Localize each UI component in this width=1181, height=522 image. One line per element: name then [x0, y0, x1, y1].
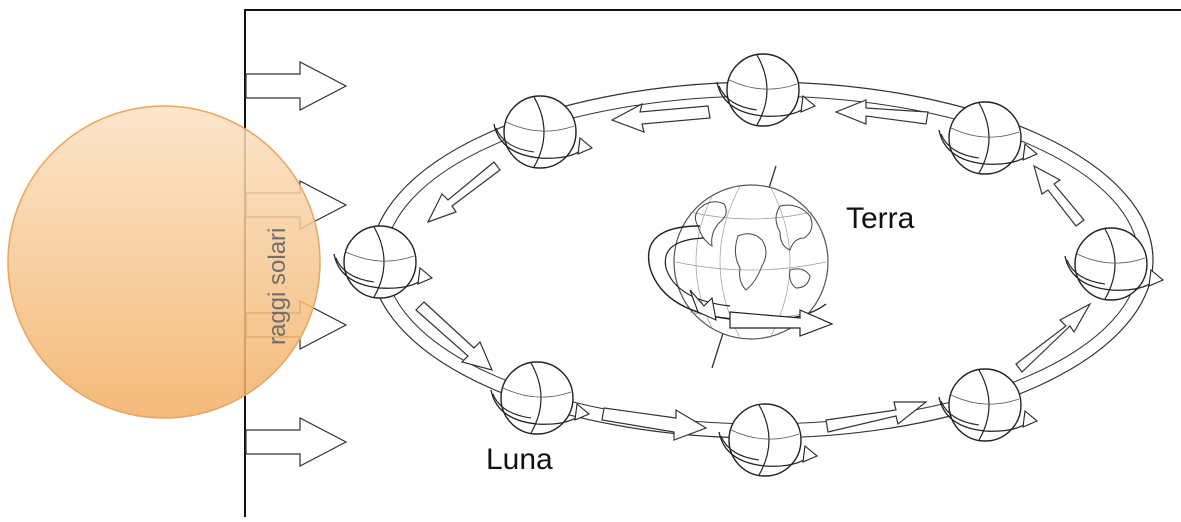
orbit-arrow — [825, 401, 928, 433]
moon-label: Luna — [486, 443, 553, 476]
sun-ray-arrow — [245, 61, 348, 111]
sun-ray-arrow — [245, 417, 348, 467]
earth-label: Terra — [846, 202, 915, 235]
orbit-arrow — [834, 99, 929, 125]
sun — [7, 105, 321, 419]
orbit-arrow — [1015, 302, 1092, 373]
orbit-arrow — [1033, 164, 1085, 227]
orbit-arrow — [426, 161, 501, 224]
orbit-arrow — [610, 102, 711, 133]
earth-globe — [648, 165, 834, 369]
sun-rays-label: raggi solari — [264, 227, 291, 345]
orbit-arrow — [415, 301, 494, 371]
orbit-arrow — [601, 407, 708, 441]
